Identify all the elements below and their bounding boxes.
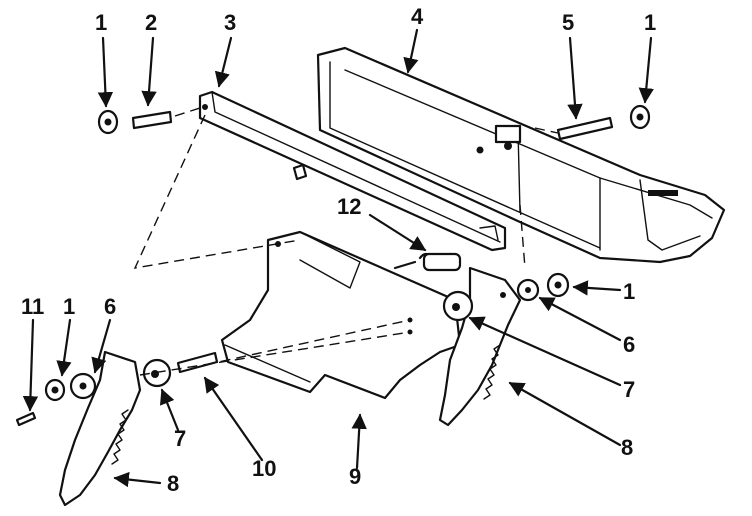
callout-8-left: 8 <box>167 471 179 496</box>
callout-6-left: 6 <box>104 294 116 319</box>
left-washer <box>69 372 97 400</box>
top-left-pin <box>131 110 173 130</box>
callout-9: 9 <box>349 464 361 489</box>
pivot-pin <box>176 351 219 374</box>
callout-5: 5 <box>562 10 574 35</box>
support-arm <box>198 90 507 252</box>
guard-housing <box>316 46 726 264</box>
top-right-nut <box>629 104 651 130</box>
right-spacer <box>442 290 474 322</box>
top-right-pin <box>556 116 614 141</box>
callout-10: 10 <box>252 456 276 481</box>
callout-7-left: 7 <box>174 426 186 451</box>
callout-1-right: 1 <box>623 279 635 304</box>
callout-1-top-left: 1 <box>95 10 107 35</box>
callout-7-right: 7 <box>623 377 635 402</box>
left-nut <box>44 378 66 402</box>
callout-2: 2 <box>145 10 157 35</box>
left-anti-kickback-pawl <box>58 350 142 507</box>
callout-1-top-right: 1 <box>644 10 656 35</box>
top-left-nut <box>97 109 119 135</box>
right-washer <box>516 278 540 302</box>
spring <box>393 252 462 272</box>
leader-arrows <box>22 28 654 488</box>
callout-3: 3 <box>224 10 236 35</box>
callout-labels: 1 2 3 4 5 1 12 1 6 7 8 11 1 6 7 10 9 8 <box>21 4 656 496</box>
assembly-guide-lines <box>133 107 559 376</box>
callout-4: 4 <box>411 4 424 29</box>
right-anti-kickback-pawl <box>438 266 522 427</box>
right-nut <box>546 272 570 298</box>
callout-6-right: 6 <box>623 332 635 357</box>
callout-8-right: 8 <box>621 435 633 460</box>
callout-11: 11 <box>21 294 44 319</box>
callout-1-left: 1 <box>63 294 75 319</box>
callout-12: 12 <box>337 194 361 219</box>
rivet <box>15 411 37 427</box>
